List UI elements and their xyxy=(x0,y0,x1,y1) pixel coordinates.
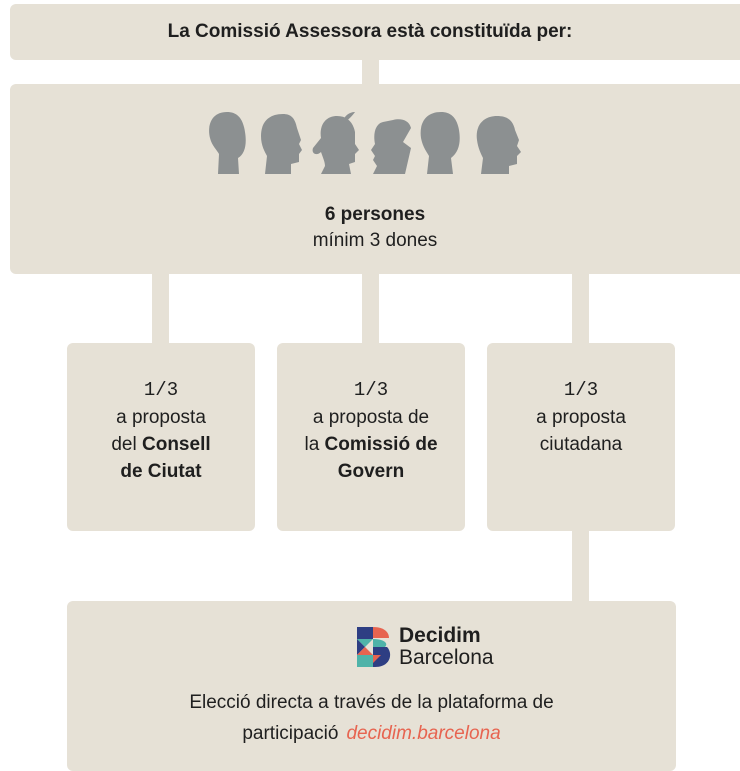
decidim-name: Decidim xyxy=(399,624,481,647)
decidim-logo-icon xyxy=(357,627,391,667)
decidim-description: Elecció directa a través de la plataform… xyxy=(67,687,676,749)
proposal-text: ciutadana xyxy=(539,434,623,455)
decidim-box: Decidim Barcelona Elecció directa a trav… xyxy=(67,601,676,771)
title-text: La Comissió Assessora està constituïda p… xyxy=(167,21,573,42)
people-detail: mínim 3 dones xyxy=(312,230,438,251)
people-count: 6 persones xyxy=(324,204,426,225)
proposal-text: del xyxy=(111,434,142,455)
proposal-bold: de Ciutat xyxy=(120,461,202,482)
proposal-bold: Consell xyxy=(142,434,211,455)
proposal-text: a proposta de xyxy=(312,407,430,428)
fraction: 1/3 xyxy=(563,379,599,401)
connector-people-col3 xyxy=(572,274,589,343)
fraction: 1/3 xyxy=(353,379,389,401)
title-box: La Comissió Assessora està constituïda p… xyxy=(10,4,740,60)
people-summary: 6 persones mínim 3 dones xyxy=(10,202,740,254)
decidim-link[interactable]: decidim.barcelona xyxy=(346,723,501,744)
heads-icon xyxy=(10,108,740,183)
proposal-bold: Govern xyxy=(337,461,405,482)
connector-col3-decidim xyxy=(572,531,589,601)
decidim-logo[interactable]: Decidim Barcelona xyxy=(355,625,494,669)
desc-line2: participació xyxy=(242,723,339,744)
proposal-box-govern: 1/3 a proposta de la Comissió de Govern xyxy=(277,343,465,531)
desc-line1: Elecció directa a través de la plataform… xyxy=(189,692,554,713)
proposal-text: a proposta xyxy=(536,407,626,428)
proposal-box-ciutadana: 1/3 a proposta ciutadana xyxy=(487,343,675,531)
proposal-box-consell: 1/3 a proposta del Consell de Ciutat xyxy=(67,343,255,531)
proposal-text: a proposta xyxy=(116,407,206,428)
connector-people-col2 xyxy=(362,274,379,343)
connector-people-col1 xyxy=(152,274,169,343)
connector-title-people xyxy=(362,60,379,84)
fraction: 1/3 xyxy=(143,379,179,401)
proposal-text: la xyxy=(304,434,325,455)
proposal-bold: Comissió de xyxy=(324,434,438,455)
decidim-city: Barcelona xyxy=(399,646,494,669)
people-box: 6 persones mínim 3 dones xyxy=(10,84,740,274)
